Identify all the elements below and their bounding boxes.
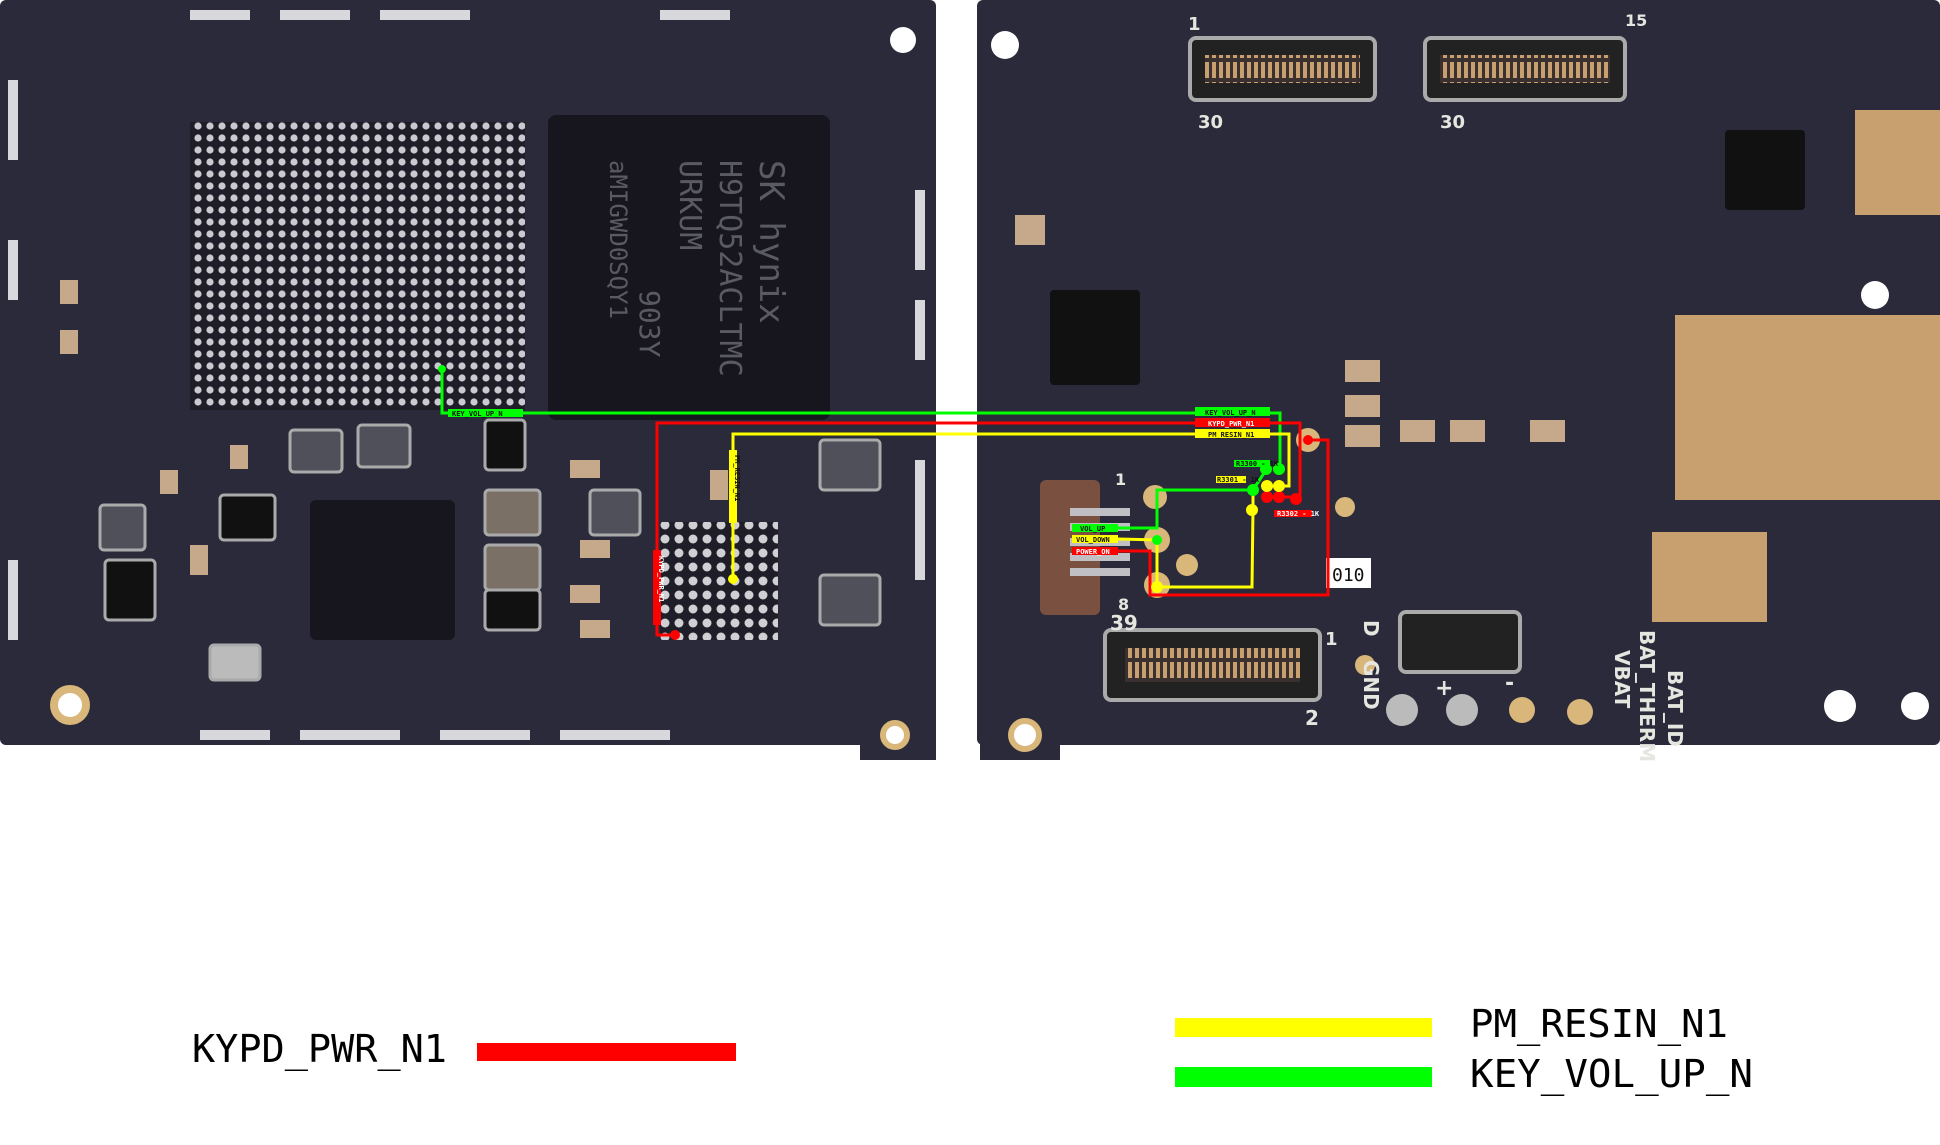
silk-pin-1-flex: 1 — [1115, 470, 1126, 489]
legend-key-vol-up-swatch — [1175, 1067, 1432, 1087]
legend: KYPD_PWR_N1 PM_RESIN_N1 KEY_VOL_UP_N — [192, 1002, 1753, 1097]
chip-brand: SK hynix — [751, 160, 791, 324]
label-pm-resin-right: PM_RESIN_N1 — [1208, 431, 1254, 439]
pin-vol-up: VOL_UP — [1080, 525, 1105, 533]
legend-kypd-pwr-label: KYPD_PWR_N1 — [192, 1027, 447, 1072]
soc-bga — [190, 122, 525, 410]
label-pm-resin-left: PM_RESIN_N1 — [733, 455, 741, 501]
silk-pin-30b: 30 — [1440, 112, 1465, 133]
pin-vol-down: VOL_DOWN — [1076, 536, 1110, 544]
legend-key-vol-up-label: KEY_VOL_UP_N — [1470, 1052, 1753, 1097]
silk-pin-39: 39 — [1110, 611, 1138, 635]
right-board: 010 1 30 30 15 39 2 1 1 8 + - D GND BAT_… — [977, 0, 1940, 762]
trace-labels: KEY_VOL_UP_N KEY_VOL_UP_N KYPD_PWR_N1 PM… — [448, 407, 1320, 625]
label-kypd-pwr-right: KYPD_PWR_N1 — [1208, 420, 1254, 428]
silk-pin-1: 1 — [1188, 14, 1201, 35]
label-key-vol-up-right: KEY_VOL_UP_N — [1205, 409, 1256, 417]
left-board: SK hynix H9TQ52ACLTMC URKUM 903Y aMIGWD0… — [0, 0, 936, 760]
chip-lot: URKUM — [672, 160, 707, 250]
silk-pin-2: 2 — [1305, 706, 1319, 730]
label-key-vol-up-left: KEY_VOL_UP_N — [452, 410, 503, 418]
gold-pad-large — [1675, 315, 1940, 500]
silk-minus: - — [1505, 671, 1514, 696]
passives — [60, 280, 728, 638]
legend-pm-resin-swatch — [1175, 1018, 1432, 1037]
silk-010: 010 — [1332, 565, 1365, 586]
chip-part: H9TQ52ACLTMC — [712, 160, 747, 377]
label-kypd-pwr-left: KYPD_PWR_N1 — [657, 556, 665, 602]
chip-date: 903Y — [633, 290, 666, 358]
legend-kypd-pwr-swatch — [477, 1043, 736, 1061]
hynix-memory-chip — [548, 115, 830, 420]
label-r3302: R3302 - 1K — [1277, 510, 1320, 518]
label-box-010 — [1326, 558, 1371, 588]
pin-power-on: POWER_ON — [1076, 548, 1110, 556]
small-bga — [660, 522, 778, 640]
silk-bat-id: BAT_ID — [1663, 670, 1687, 747]
shield-frame — [8, 10, 925, 740]
silk-bat-therm: BAT_THERM — [1635, 630, 1659, 762]
trace-key-vol-up-n — [440, 369, 1282, 469]
silk-vbat: VBAT — [1610, 650, 1634, 709]
pmic-chip — [310, 500, 455, 640]
label-r3301: R3301 - 1K — [1217, 476, 1260, 484]
silk-pin-15: 15 — [1625, 11, 1647, 30]
silk-gnd: GND — [1359, 660, 1383, 710]
components — [98, 418, 882, 682]
battery-connector — [1398, 610, 1522, 674]
chip-side-code: aMIGWD0SQY1 — [604, 160, 632, 319]
silk-pin-30a: 30 — [1198, 112, 1223, 133]
legend-pm-resin-label: PM_RESIN_N1 — [1470, 1002, 1728, 1047]
label-r3300: R3300 - 1K — [1236, 460, 1279, 468]
silk-pin-1b: 1 — [1325, 629, 1338, 650]
silk-d: D — [1359, 620, 1383, 637]
silk-pin-8-flex: 8 — [1118, 595, 1129, 614]
silk-plus: + — [1435, 676, 1453, 701]
ic-chip — [1050, 290, 1140, 385]
